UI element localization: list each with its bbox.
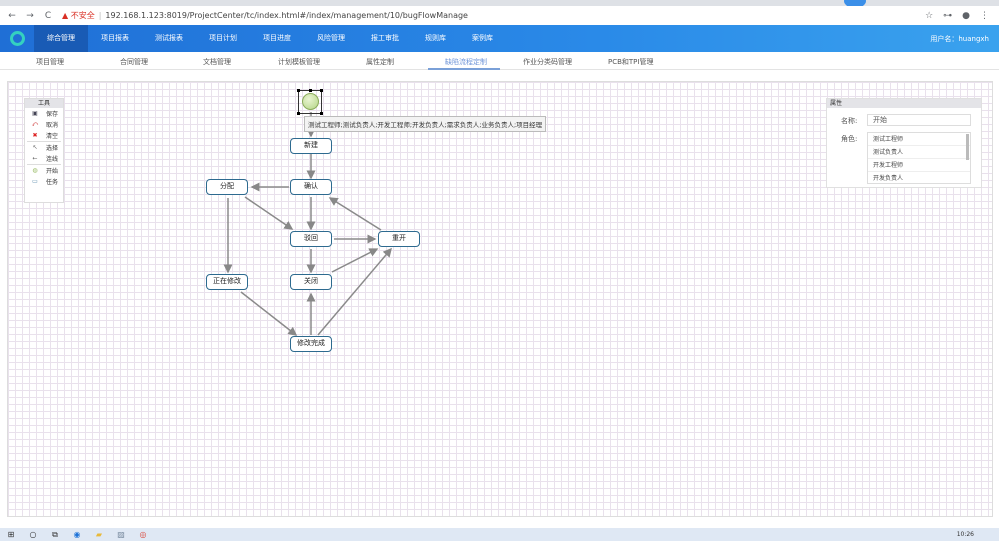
tab-contract-management[interactable]: 合同管理 — [120, 58, 148, 66]
clock: 10:26 — [956, 531, 974, 538]
app-icon[interactable]: ◉ — [73, 530, 81, 539]
topnav-item-project-plan[interactable]: 项目计划 — [209, 34, 237, 42]
flow-node-new[interactable]: 新建 — [290, 138, 332, 154]
tab-document-management[interactable]: 文档管理 — [203, 58, 231, 66]
flow-node-reopen[interactable]: 重开 — [378, 231, 420, 247]
taskbar: ⊞ ○ ⧉ ◉ ▰ ▨ ◎ 10:26 — [0, 528, 999, 541]
tool-select[interactable]: ↖ 选择 — [25, 142, 63, 153]
top-navigation: 综合管理 项目报表 测试报表 项目计划 项目进度 风险管理 报工审批 规则库 案… — [0, 25, 999, 52]
chrome-icon[interactable]: ◎ — [139, 530, 147, 539]
resize-handle[interactable] — [297, 112, 300, 115]
flow-canvas[interactable] — [7, 81, 993, 517]
topnav-item-rules[interactable]: 规则库 — [425, 34, 446, 42]
tab-plan-template[interactable]: 计划模板管理 — [278, 58, 320, 66]
line-icon: ← — [32, 155, 38, 162]
role-label: 角色: — [841, 135, 858, 143]
tool-label: 连线 — [46, 156, 59, 163]
forward-icon[interactable]: → — [26, 10, 34, 21]
folder-icon[interactable]: ▰ — [95, 530, 103, 539]
resize-handle[interactable] — [309, 89, 312, 92]
tool-label: 开始 — [46, 168, 59, 175]
topnav-item-project-progress[interactable]: 项目进度 — [263, 34, 291, 42]
tool-label: 清空 — [46, 133, 59, 140]
resize-handle[interactable] — [320, 112, 323, 115]
tool-clear[interactable]: ✖ 清空 — [25, 130, 63, 141]
flow-node-confirm[interactable]: 确认 — [290, 179, 332, 195]
back-icon[interactable]: ← — [8, 10, 16, 21]
tool-connect[interactable]: ← 连线 — [25, 153, 63, 164]
task-view-icon[interactable]: ⧉ — [52, 529, 58, 539]
tab-defect-flow[interactable]: 缺陷流程定制 — [445, 58, 487, 66]
tool-label: 取消 — [46, 122, 59, 129]
topnav-item-risk[interactable]: 风险管理 — [317, 34, 345, 42]
tab-project-management[interactable]: 项目管理 — [36, 58, 64, 66]
resize-handle[interactable] — [297, 89, 300, 92]
resize-handle[interactable] — [320, 89, 323, 92]
search-icon[interactable]: ○ — [29, 530, 37, 539]
tab-pcb-tpi[interactable]: PCB和TPI管理 — [608, 58, 654, 66]
tool-save[interactable]: ▣ 保存 — [25, 108, 63, 119]
toolbox-divider — [27, 164, 61, 165]
menu-icon[interactable]: ⋮ — [980, 10, 989, 21]
sub-navigation: 项目管理 合同管理 文档管理 计划模板管理 属性定制 缺陷流程定制 作业分类码管… — [0, 52, 999, 70]
key-icon[interactable]: ⊶ — [943, 10, 953, 21]
name-label: 名称: — [841, 117, 858, 125]
toolbox-title: 工具 — [25, 99, 63, 108]
tool-label: 任务 — [46, 179, 59, 186]
username-label: 用户名：huangxh — [930, 34, 989, 43]
clear-icon: ✖ — [32, 132, 38, 139]
flow-node-close[interactable]: 关闭 — [290, 274, 332, 290]
tab-attribute-custom[interactable]: 属性定制 — [366, 58, 394, 66]
topnav-item-cases[interactable]: 案例库 — [472, 34, 493, 42]
tool-task[interactable]: ▭ 任务 — [25, 176, 63, 187]
flow-node-reject[interactable]: 驳回 — [290, 231, 332, 247]
flow-node-fixed[interactable]: 修改完成 — [290, 336, 332, 352]
url-field[interactable]: 192.168.1.123:8019/ProjectCenter/tc/inde… — [105, 11, 468, 20]
toolbox-divider — [27, 141, 61, 142]
security-warning[interactable]: ▲ 不安全 — [62, 11, 95, 20]
role-listbox[interactable]: 测试工程师 测试负责人 开发工程师 开发负责人 — [867, 132, 971, 184]
reload-icon[interactable]: C — [44, 10, 52, 21]
bookmark-star-icon[interactable]: ☆ — [925, 10, 934, 21]
toolbox-panel: 工具 ▣ 保存 ⤺ 取消 ✖ 清空 ↖ 选择 ← 连线 ◍ 开始 ▭ 任务 — [24, 98, 64, 203]
app-logo-icon[interactable] — [0, 25, 34, 52]
start-icon: ◍ — [32, 167, 38, 174]
active-tab-indicator — [428, 68, 500, 70]
tool-label: 保存 — [46, 111, 59, 118]
flow-node-assign[interactable]: 分配 — [206, 179, 248, 195]
divider: | — [98, 11, 102, 20]
save-icon: ▣ — [32, 110, 38, 117]
app-icon[interactable]: ▨ — [117, 530, 125, 539]
topnav-item-work-approval[interactable]: 报工审批 — [371, 34, 399, 42]
flow-node-start[interactable] — [302, 93, 319, 110]
properties-title: 属性 — [827, 99, 981, 108]
topnav-item-test-report[interactable]: 测试报表 — [155, 34, 183, 42]
tool-label: 选择 — [46, 145, 59, 152]
role-option[interactable]: 测试负责人 — [868, 146, 970, 159]
role-option[interactable]: 开发工程师 — [868, 159, 970, 172]
role-option[interactable]: 开发负责人 — [868, 172, 970, 183]
topnav-item-general[interactable]: 综合管理 — [34, 25, 88, 52]
properties-panel: 属性 名称: 开始 角色: 测试工程师 测试负责人 开发工程师 开发负责人 — [826, 98, 982, 188]
flow-node-fixing[interactable]: 正在修改 — [206, 274, 248, 290]
name-input[interactable]: 开始 — [867, 114, 971, 126]
profile-icon[interactable]: ● — [962, 10, 970, 21]
profile-bubble — [844, 0, 866, 8]
browser-tab-strip — [0, 0, 999, 6]
role-scrollbar[interactable] — [966, 134, 969, 160]
role-option[interactable]: 测试工程师 — [868, 133, 970, 146]
tab-job-code[interactable]: 作业分类码管理 — [523, 58, 572, 66]
tool-cancel[interactable]: ⤺ 取消 — [25, 119, 63, 130]
address-bar: ← → C ▲ 不安全 | 192.168.1.123:8019/Project… — [0, 6, 999, 25]
undo-icon: ⤺ — [31, 120, 39, 128]
cursor-icon: ↖ — [32, 144, 38, 151]
windows-start-icon[interactable]: ⊞ — [7, 530, 15, 539]
topnav-item-project-report[interactable]: 项目报表 — [101, 34, 129, 42]
tool-start[interactable]: ◍ 开始 — [25, 165, 63, 176]
security-label: 不安全 — [70, 11, 95, 20]
task-icon: ▭ — [32, 178, 38, 185]
roles-tooltip: 测试工程师;测试负责人;开发工程师;开发负责人;需求负责人;业务负责人;项目经理 — [304, 116, 547, 132]
